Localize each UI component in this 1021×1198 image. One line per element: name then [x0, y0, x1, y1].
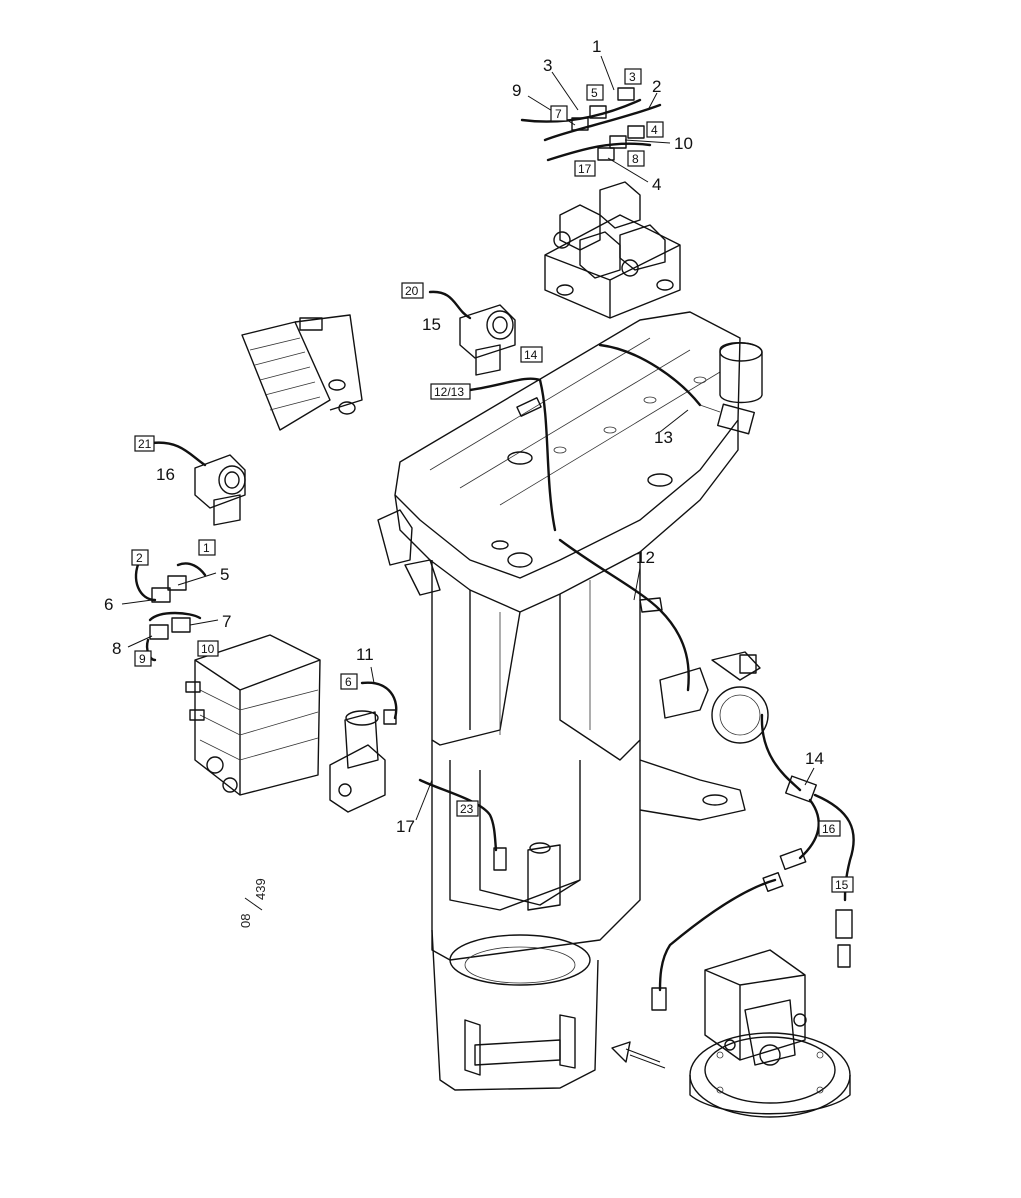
svg-text:14: 14 — [524, 348, 538, 362]
left-connector-group — [134, 558, 207, 662]
svg-text:23: 23 — [460, 802, 474, 816]
top-connector-cluster — [520, 87, 662, 162]
callout-9: 9 — [512, 81, 521, 100]
tag-23: 23 — [456, 800, 479, 817]
svg-text:10: 10 — [201, 642, 215, 656]
top-valve-block — [544, 181, 681, 319]
svg-text:17: 17 — [578, 162, 592, 176]
svg-text:12/13: 12/13 — [434, 385, 464, 399]
callout-8: 8 — [112, 639, 121, 658]
main-frame — [377, 311, 763, 1091]
callout-16: 16 — [156, 465, 175, 484]
tag-16: 16 — [818, 820, 841, 837]
callout-3: 3 — [543, 56, 552, 75]
rotary-sensor-assembly — [558, 538, 769, 744]
drawing-reference: 08 439 — [238, 878, 268, 928]
tag-1: 1 — [198, 539, 216, 556]
tag-4: 4 — [646, 121, 664, 138]
callout-1: 1 — [592, 37, 601, 56]
tag-20: 20 — [401, 282, 424, 299]
tag-3: 3 — [624, 68, 642, 85]
svg-text:3: 3 — [629, 70, 636, 84]
callout-12: 12 — [636, 548, 655, 567]
svg-text:16: 16 — [822, 822, 836, 836]
svg-text:7: 7 — [555, 107, 562, 121]
drawing-reference-top: 08 — [238, 914, 253, 928]
callout-5: 5 — [220, 565, 229, 584]
tag-7: 7 — [550, 105, 568, 122]
svg-text:8: 8 — [632, 152, 639, 166]
tag-15: 15 — [831, 876, 854, 893]
callout-14: 14 — [805, 749, 824, 768]
svg-text:6: 6 — [345, 675, 352, 689]
tag-14: 14 — [520, 346, 543, 363]
slew-motor — [689, 949, 851, 1118]
cable-17 — [418, 778, 498, 852]
tag-5: 5 — [586, 84, 604, 101]
svg-text:4: 4 — [651, 123, 658, 137]
svg-text:15: 15 — [835, 878, 849, 892]
callout-6: 6 — [104, 595, 113, 614]
tag-8: 8 — [627, 150, 645, 167]
tag-9: 9 — [134, 650, 152, 667]
valve-11 — [329, 681, 398, 813]
leader-lines — [121, 55, 815, 821]
sensor-13 — [598, 343, 756, 435]
tag-6: 6 — [340, 673, 358, 690]
tag-17: 17 — [574, 160, 596, 177]
callout-2: 2 — [652, 77, 661, 96]
callout-13: 13 — [654, 428, 673, 447]
cable-12-13 — [468, 377, 557, 532]
view-direction-arrow — [611, 1041, 666, 1069]
tag-10: 10 — [197, 640, 219, 657]
callout-4: 4 — [652, 175, 661, 194]
callout-numbers: 1 2 3 4 9 10 15 13 16 5 6 7 8 11 12 14 1… — [104, 37, 824, 836]
svg-text:1: 1 — [203, 541, 210, 555]
tag-21: 21 — [134, 435, 155, 452]
boxed-tags: 3 5 7 4 8 17 20 14 12/13 21 2 1 10 9 6 2… — [131, 68, 854, 893]
terminal-strip — [241, 314, 363, 431]
svg-text:9: 9 — [139, 652, 146, 666]
callout-11: 11 — [356, 645, 374, 664]
left-valve-bank — [185, 634, 321, 796]
svg-text:5: 5 — [591, 86, 598, 100]
callout-7: 7 — [222, 612, 231, 631]
callout-15: 15 — [422, 315, 441, 334]
svg-text:20: 20 — [405, 284, 419, 298]
svg-text:21: 21 — [138, 437, 152, 451]
callout-10: 10 — [674, 134, 693, 153]
drawing-reference-bottom: 439 — [253, 878, 268, 900]
sensor-16 — [150, 441, 246, 526]
callout-17: 17 — [396, 817, 415, 836]
tag-12-13: 12/13 — [430, 383, 471, 400]
svg-text:2: 2 — [136, 551, 143, 565]
sensor-15 — [428, 290, 516, 376]
tag-2: 2 — [131, 549, 149, 566]
